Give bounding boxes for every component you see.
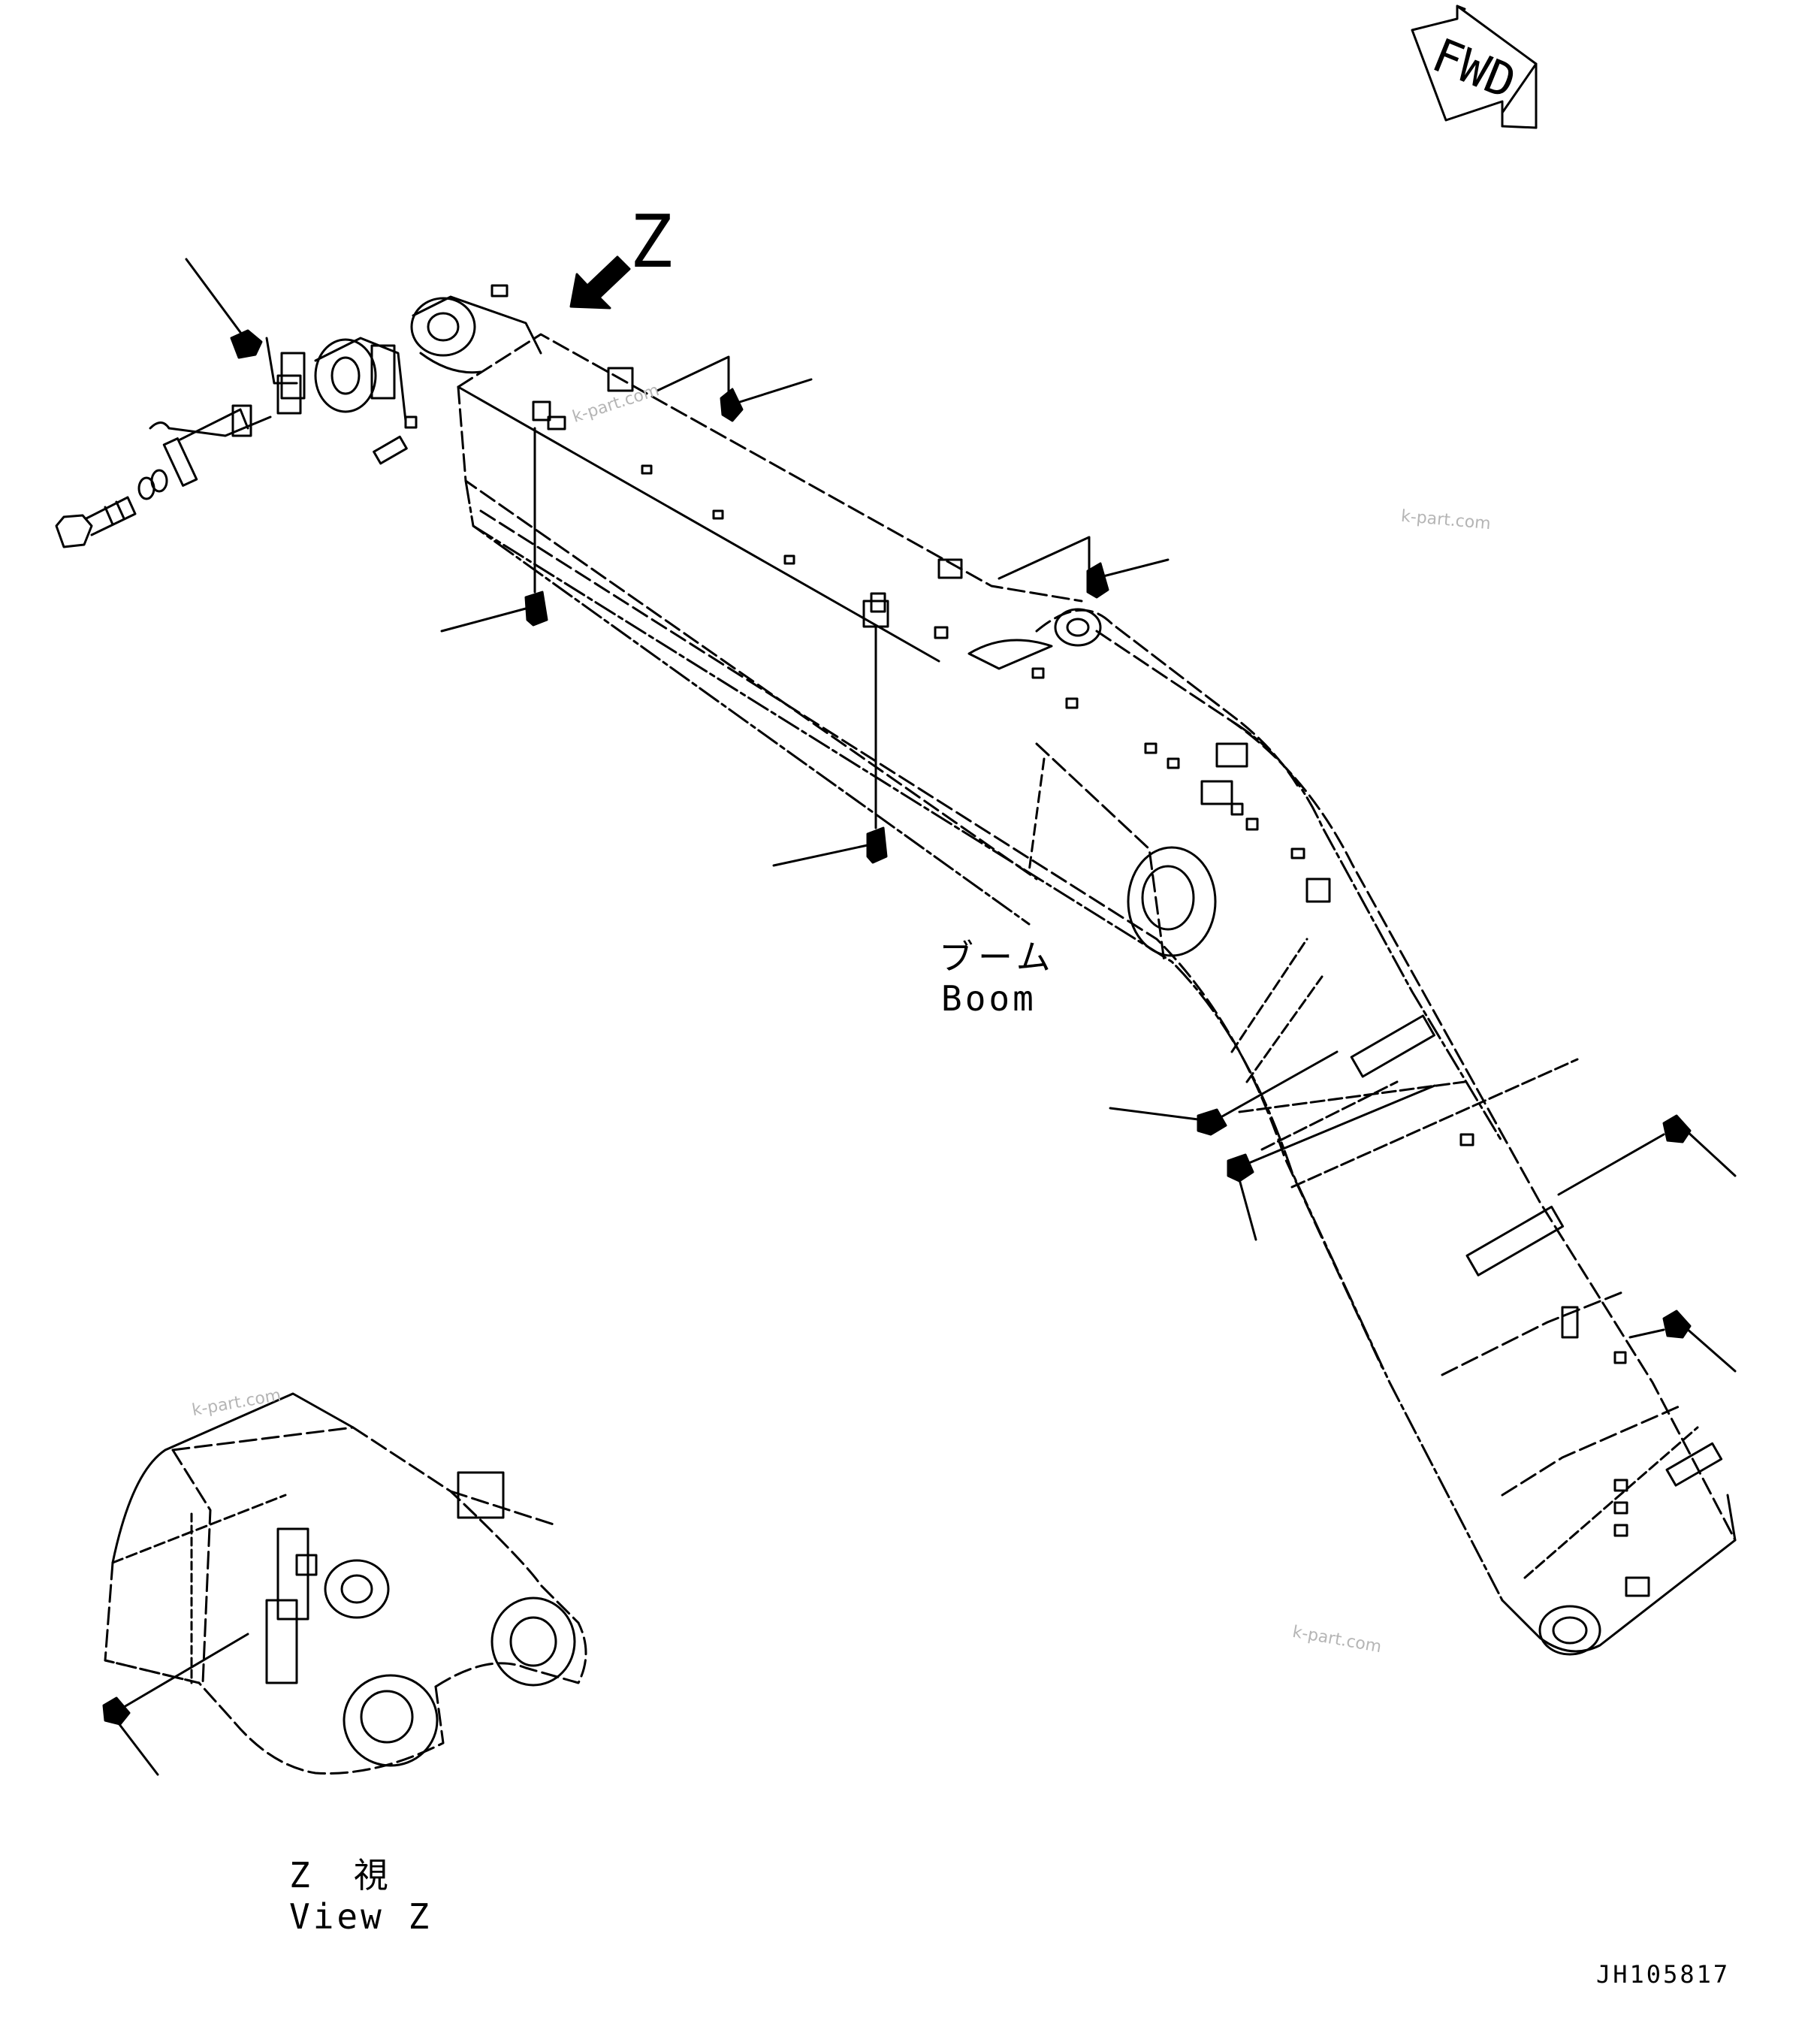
boom-body: [410, 295, 1737, 1656]
cap-1: [185, 258, 298, 385]
fwd-arrow-icon: FWD: [1411, 5, 1538, 129]
cap-3: [440, 427, 548, 633]
cap-4: [998, 536, 1170, 599]
fwd-label: FWD: [1425, 27, 1523, 110]
cap-7: [1227, 1084, 1436, 1241]
cap-5: [772, 626, 888, 867]
view-z-label-jp: Z 視: [289, 1855, 393, 1896]
view-z-arrow-icon: Z: [569, 200, 673, 310]
cap-2: [656, 355, 813, 422]
boom-label-jp: ブーム: [939, 937, 1055, 977]
view-z-inset: [104, 1392, 587, 1775]
cap-9: [1628, 1310, 1737, 1373]
cap-items: [102, 258, 1737, 1776]
cap-8: [1557, 1114, 1737, 1196]
cap-10: [102, 1633, 249, 1776]
drawing-number: JH105817: [1596, 1960, 1731, 1989]
boom-label-en: Boom: [941, 978, 1037, 1019]
pin-assembly: [55, 337, 418, 548]
view-z-marker: Z: [629, 200, 673, 284]
view-z-label-en: View Z: [289, 1896, 433, 1937]
cap-6: [1109, 1050, 1339, 1136]
boom-fittings: [490, 284, 1723, 1597]
